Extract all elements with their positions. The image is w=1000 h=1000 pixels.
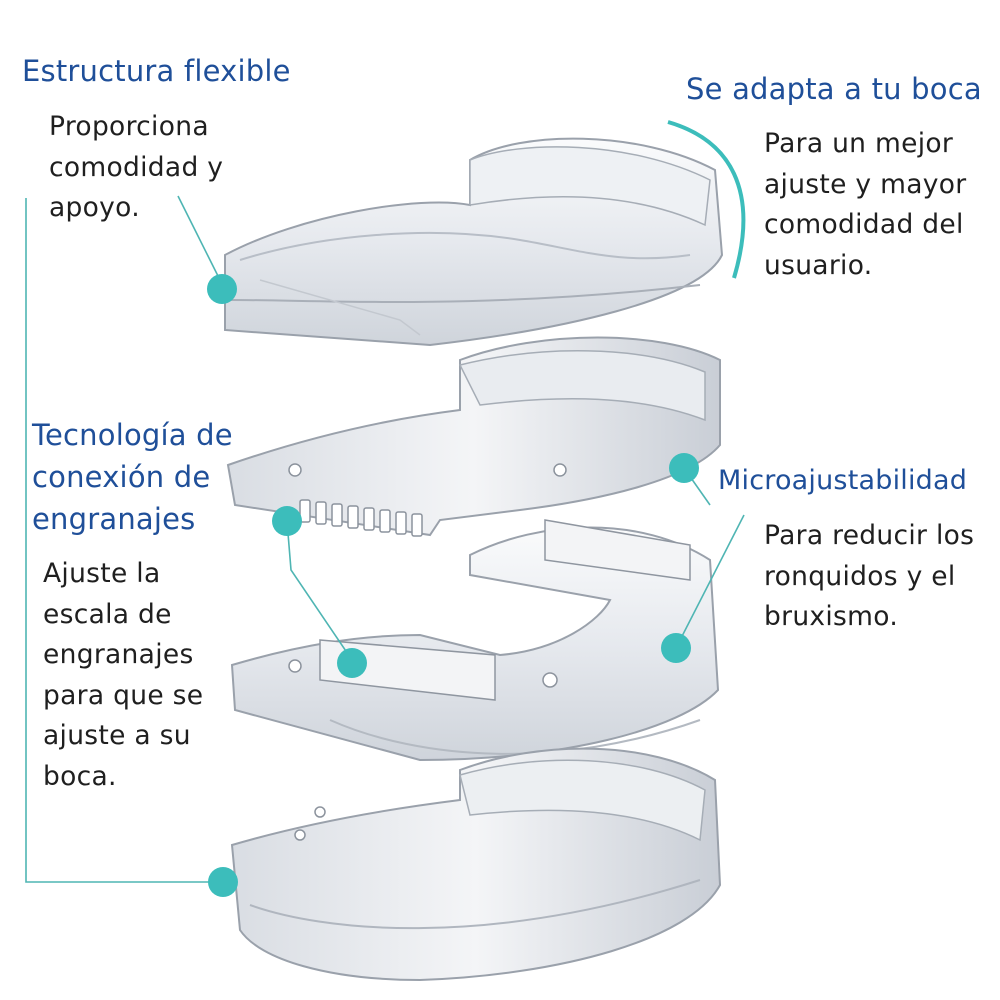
description-line: escala de bbox=[43, 598, 172, 630]
top-tray bbox=[224, 137, 724, 347]
description-line: usuario. bbox=[764, 249, 873, 281]
structure-heading: Estructura flexible bbox=[22, 54, 291, 88]
callout-line-gears bbox=[286, 520, 353, 661]
marker-micro-lower bbox=[661, 633, 691, 663]
marker-gears-upper bbox=[272, 506, 302, 536]
gear-connector-layer bbox=[226, 336, 721, 537]
callout-line-left-bracket bbox=[25, 198, 222, 883]
structure-description: Proporciona comodidad y apoyo. bbox=[49, 107, 223, 229]
adjustment-plate bbox=[230, 519, 720, 762]
description-line: apoyo. bbox=[49, 192, 140, 223]
description-line: Para un mejor bbox=[764, 128, 954, 159]
bottom-tray bbox=[230, 747, 722, 982]
description-line: ronquidos y el bbox=[764, 560, 956, 592]
marker-structure bbox=[207, 274, 237, 304]
description-line: comodidad del bbox=[764, 209, 964, 240]
heading-line: Tecnología de bbox=[32, 418, 233, 452]
adapt-arc bbox=[667, 120, 746, 279]
description-line: ajuste a su bbox=[43, 720, 191, 751]
adapt-heading: Se adapta a tu boca bbox=[686, 72, 982, 106]
description-line: engranajes bbox=[43, 639, 194, 670]
description-line: Proporciona bbox=[49, 111, 209, 142]
marker-bottom bbox=[208, 867, 238, 897]
description-line: Para reducir los bbox=[764, 520, 975, 551]
gears-description: Ajuste la escala de engranajes para que … bbox=[43, 554, 203, 797]
callout-line-micro-lower bbox=[675, 514, 745, 649]
micro-description: Para reducir los ronquidos y el bruxismo… bbox=[764, 516, 974, 638]
description-line: para que se bbox=[43, 679, 204, 711]
adapt-description: Para un mejor ajuste y mayor comodidad d… bbox=[764, 124, 966, 286]
description-line: boca. bbox=[43, 760, 117, 792]
description-line: ajuste y mayor bbox=[764, 168, 967, 200]
marker-gears-lower bbox=[337, 648, 367, 678]
micro-heading: Microajustabilidad bbox=[718, 465, 968, 496]
gears-heading: Tecnología de conexión de engranajes bbox=[32, 414, 233, 540]
heading-line: conexión de bbox=[32, 460, 211, 494]
callout-markers bbox=[207, 274, 699, 897]
marker-micro-upper bbox=[669, 453, 699, 483]
callout-line-structure bbox=[177, 195, 223, 285]
description-line: Ajuste la bbox=[43, 558, 161, 589]
description-line: bruxismo. bbox=[764, 601, 899, 632]
description-line: comodidad y bbox=[49, 151, 224, 183]
heading-line: engranajes bbox=[32, 502, 196, 536]
